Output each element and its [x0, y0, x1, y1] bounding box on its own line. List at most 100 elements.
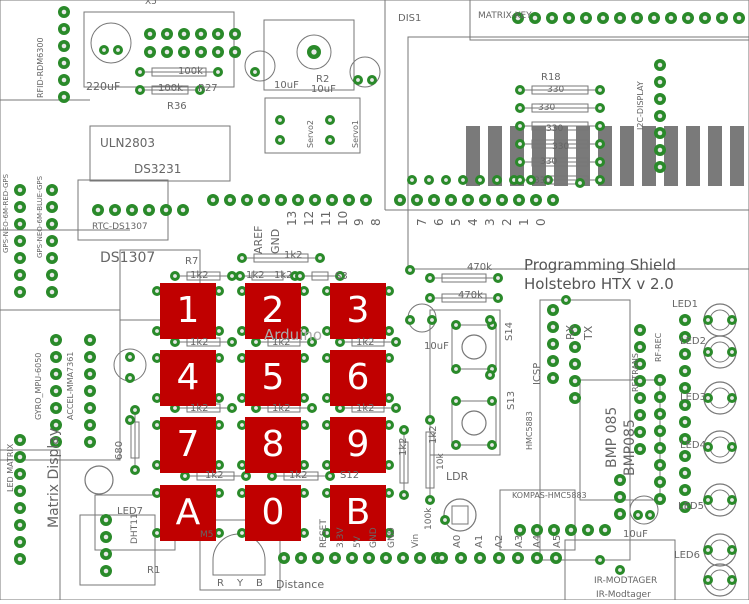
pad-hole	[496, 276, 500, 280]
pad-hole	[49, 204, 55, 210]
pad-hole	[302, 396, 306, 400]
pad-hole	[682, 419, 688, 425]
pad-hole	[387, 289, 391, 293]
pad-hole	[578, 181, 582, 185]
pad-hole	[128, 418, 132, 422]
pad-hole	[240, 396, 244, 400]
pad-hole	[61, 26, 67, 32]
pad-hole	[312, 197, 318, 203]
pad-hole	[103, 517, 109, 523]
pad-hole	[17, 437, 23, 443]
outline-rect	[264, 97, 361, 154]
pad-hole	[730, 578, 734, 582]
pad-hole	[439, 555, 445, 561]
label-cap-10uf-b: 10uF	[311, 84, 336, 95]
pad-hole	[657, 130, 663, 136]
pad-hole	[387, 463, 391, 467]
label-ir-modtager-a: IR-MODTAGER	[594, 576, 658, 586]
pad-hole	[387, 329, 391, 333]
pad-hole	[318, 256, 322, 260]
pad-hole	[183, 474, 187, 478]
pad-hole	[129, 207, 135, 213]
pad-hole	[102, 48, 106, 52]
pad-hole	[217, 531, 221, 535]
pad-hole	[17, 255, 23, 261]
label-gnd-3: GND	[387, 527, 397, 548]
keypad-key-a[interactable]: A	[160, 485, 216, 541]
outline-rect	[531, 103, 589, 113]
pad-hole	[477, 555, 483, 561]
label-arduino: Arduino	[264, 326, 323, 344]
keypad-key-8[interactable]: 8	[245, 417, 301, 473]
label-led6: LED6	[674, 550, 700, 561]
pad-hole	[397, 197, 403, 203]
label-470k-b: 470k	[458, 290, 483, 301]
pad-hole	[637, 361, 643, 367]
pad-hole	[394, 406, 398, 410]
keypad-key-1[interactable]: 1	[160, 283, 216, 339]
pad-hole	[230, 340, 234, 344]
pad-hole	[310, 340, 314, 344]
pad-hole	[598, 160, 602, 164]
pad-hole	[217, 356, 221, 360]
pad-hole	[617, 494, 623, 500]
keypad-key-b[interactable]: B	[330, 485, 386, 541]
pad-hole	[338, 406, 342, 410]
keypad-key-6[interactable]: 6	[330, 350, 386, 406]
pad-hole	[61, 9, 67, 15]
pad-hole	[550, 197, 556, 203]
keypad-key-7[interactable]: 7	[160, 417, 216, 473]
display-segment	[488, 126, 502, 186]
keypad-key-2[interactable]: 2	[245, 283, 301, 339]
label-led4: LED4	[680, 440, 706, 451]
pad-hole	[128, 376, 132, 380]
outline-circle	[629, 495, 659, 525]
label-100k-c: 100k	[424, 507, 434, 530]
label-bmp-085: BMP 085	[604, 406, 620, 468]
display-segment	[466, 126, 480, 186]
pad-hole	[17, 221, 23, 227]
outline-circle	[461, 334, 487, 360]
keypad-key-3[interactable]: 3	[330, 283, 386, 339]
pad-hole	[164, 31, 170, 37]
pad-hole	[298, 555, 304, 561]
pad-hole	[61, 43, 67, 49]
label-kompas: KOMPAS-HMC5883	[512, 491, 587, 500]
pad-hole	[315, 555, 321, 561]
pad-hole	[657, 462, 663, 468]
label-dht11: DHT11	[130, 513, 140, 544]
keypad-key-4[interactable]: 4	[160, 350, 216, 406]
pad-hole	[490, 399, 494, 403]
keypad-key-0[interactable]: 0	[245, 485, 301, 541]
keypad-key-5[interactable]: 5	[245, 350, 301, 406]
label-aref: AREF	[252, 225, 265, 254]
pad-hole	[180, 207, 186, 213]
display-segment	[554, 126, 568, 186]
pad-hole	[598, 142, 602, 146]
pad-hole	[356, 78, 360, 82]
pad-hole	[553, 555, 559, 561]
pad-hole	[408, 318, 412, 322]
label-led2: LED2	[680, 336, 706, 347]
keypad-key-9[interactable]: 9	[330, 417, 386, 473]
pad-hole	[240, 491, 244, 495]
pad-hole	[602, 527, 608, 533]
pad-hole	[730, 548, 734, 552]
label-matrix-key: MATRIX-KEY	[478, 11, 532, 21]
label-servo1: Servo1	[351, 119, 360, 148]
label-bmp085: BMP085	[622, 419, 638, 476]
pad-hole	[147, 31, 153, 37]
display-segment	[576, 126, 590, 186]
pad-hole	[217, 396, 221, 400]
label-a4: A4	[532, 534, 543, 548]
pad-hole	[637, 395, 643, 401]
pad-hole	[428, 296, 432, 300]
pad-hole	[240, 289, 244, 293]
pad-hole	[227, 197, 233, 203]
pad-hole	[17, 272, 23, 278]
pad-hole	[387, 423, 391, 427]
outline-circle	[90, 22, 132, 64]
label-100k-a: 100k	[178, 66, 203, 77]
pad-hole	[637, 429, 643, 435]
pad-hole	[112, 207, 118, 213]
